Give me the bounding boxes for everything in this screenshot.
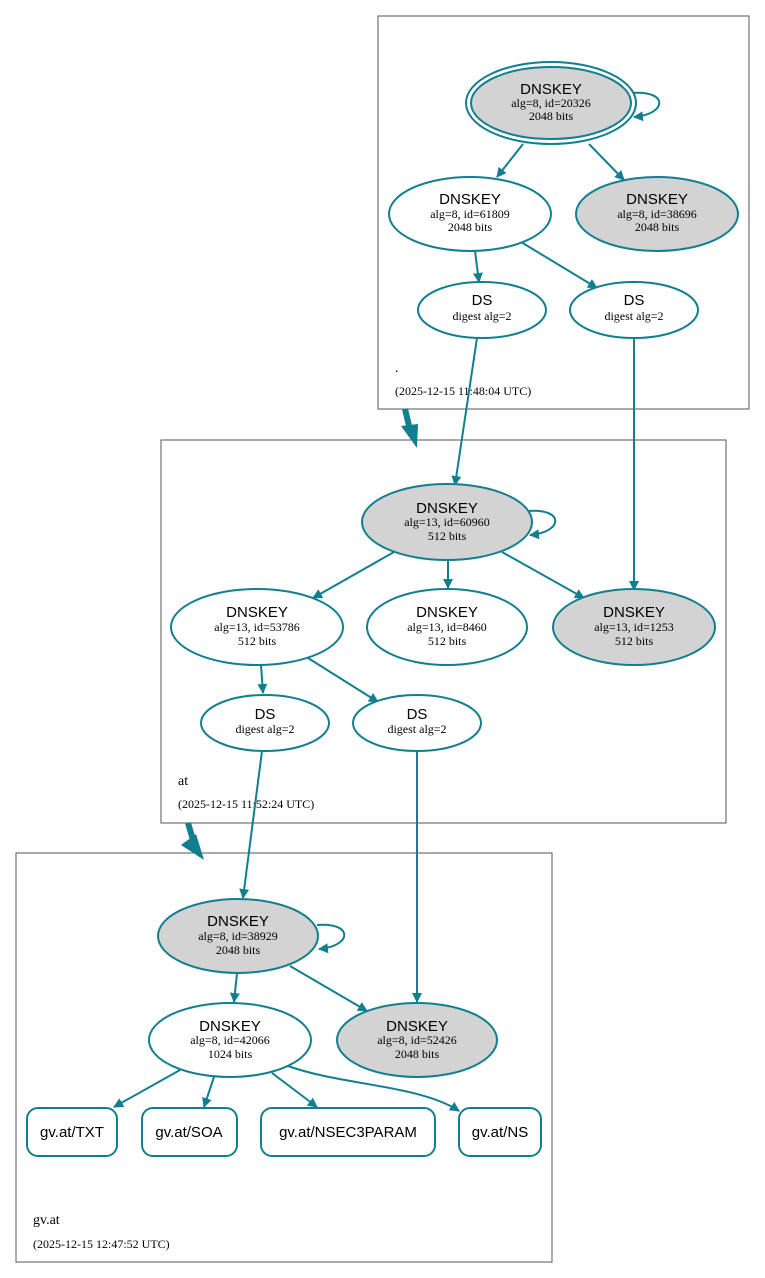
node-root-key3-bits: 2048 bits	[635, 220, 680, 234]
node-gv-ksk-title: DNSKEY	[207, 913, 269, 930]
edge-root-ksk-self	[631, 91, 661, 122]
node-at-key4-alg: alg=13, id=1253	[594, 620, 674, 634]
rrset-txt: gv.at/TXT	[26, 1107, 118, 1157]
node-root-zsk1-bits: 2048 bits	[448, 220, 493, 234]
node-at-ksk-alg: alg=13, id=60960	[404, 515, 490, 529]
node-at-ds2-digest: digest alg=2	[387, 722, 446, 736]
node-gv-key3: DNSKEY alg=8, id=52426 2048 bits	[336, 1002, 498, 1078]
node-root-ksk-title: DNSKEY	[520, 81, 582, 98]
node-root-ksk-bits: 2048 bits	[529, 109, 574, 123]
node-gv-key3-title: DNSKEY	[386, 1018, 448, 1035]
node-root-ds2-title: DS	[624, 292, 645, 309]
node-gv-ksk-bits: 2048 bits	[216, 943, 261, 957]
node-root-zsk1-alg: alg=8, id=61809	[430, 207, 510, 221]
node-at-zsk1: DNSKEY alg=13, id=53786 512 bits	[170, 588, 344, 666]
node-at-zsk2-bits: 512 bits	[428, 634, 467, 648]
delegation-at-gvat-head	[181, 834, 204, 860]
node-at-ds2-title: DS	[407, 706, 428, 723]
node-at-zsk2-alg: alg=13, id=8460	[407, 620, 487, 634]
delegation-root-at-head	[401, 424, 418, 448]
edge-at-ksk-self	[527, 509, 557, 540]
edge-at-ksk-key4	[501, 551, 585, 599]
node-at-key4-title: DNSKEY	[603, 604, 665, 621]
node-at-ds1-digest: digest alg=2	[235, 722, 294, 736]
zone-root-timestamp: (2025-12-15 11:48:04 UTC)	[395, 384, 531, 398]
rrset-soa-label: gv.at/SOA	[155, 1124, 222, 1141]
edge-gv-ksk-self	[316, 923, 346, 954]
rrset-nsec3param-label: gv.at/NSEC3PARAM	[279, 1124, 417, 1141]
node-at-ds1-title: DS	[255, 706, 276, 723]
edge-at-zsk1-ds2	[307, 657, 379, 703]
node-gv-ksk: DNSKEY alg=8, id=38929 2048 bits	[157, 898, 319, 974]
node-root-key3-alg: alg=8, id=38696	[617, 207, 697, 221]
edge-root-zsk1-ds1	[472, 250, 483, 283]
node-gv-zsk-alg: alg=8, id=42066	[190, 1033, 270, 1047]
node-gv-zsk-title: DNSKEY	[199, 1018, 261, 1035]
node-gv-zsk: DNSKEY alg=8, id=42066 1024 bits	[148, 1002, 312, 1078]
node-root-key3-title: DNSKEY	[626, 191, 688, 208]
node-gv-ksk-alg: alg=8, id=38929	[198, 929, 278, 943]
node-at-key4-bits: 512 bits	[615, 634, 654, 648]
node-root-ds1: DS digest alg=2	[417, 281, 547, 339]
node-root-ksk: DNSKEY alg=8, id=20326 2048 bits	[465, 61, 637, 145]
node-root-ds2: DS digest alg=2	[569, 281, 699, 339]
rrset-txt-label: gv.at/TXT	[40, 1124, 104, 1141]
edge-root-ds1-at-ksk	[451, 337, 478, 486]
node-root-ds1-title: DS	[472, 292, 493, 309]
node-gv-key3-alg: alg=8, id=52426	[377, 1033, 457, 1047]
edge-at-ds1-gv-ksk	[239, 750, 263, 899]
rrset-nsec3param: gv.at/NSEC3PARAM	[260, 1107, 436, 1157]
rrset-ns: gv.at/NS	[458, 1107, 542, 1157]
edge-root-ksk-key3	[588, 143, 625, 181]
edge-root-ksk-zsk1	[496, 143, 524, 178]
node-at-ds1: DS digest alg=2	[200, 694, 330, 752]
node-at-ksk: DNSKEY alg=13, id=60960 512 bits	[361, 483, 533, 561]
delegations	[181, 408, 418, 860]
node-gv-zsk-bits: 1024 bits	[208, 1047, 253, 1061]
node-at-ksk-bits: 512 bits	[428, 529, 467, 543]
rrset-soa: gv.at/SOA	[141, 1107, 238, 1157]
zone-gvat-timestamp: (2025-12-15 12:47:52 UTC)	[33, 1237, 170, 1251]
edge-gv-zsk-nsec3param	[271, 1072, 318, 1108]
edges	[113, 91, 661, 1112]
node-at-zsk1-bits: 512 bits	[238, 634, 277, 648]
edge-gv-zsk-soa	[202, 1076, 215, 1108]
edge-gv-zsk-ns	[287, 1065, 460, 1112]
zone-root-name: .	[395, 361, 399, 376]
node-gv-key3-bits: 2048 bits	[395, 1047, 440, 1061]
edge-root-zsk1-ds2	[520, 241, 598, 289]
node-at-ds2: DS digest alg=2	[352, 694, 482, 752]
edge-gv-zsk-txt	[113, 1069, 181, 1108]
node-at-zsk1-alg: alg=13, id=53786	[214, 620, 300, 634]
edge-at-zsk1-ds1	[257, 664, 268, 694]
node-at-zsk2: DNSKEY alg=13, id=8460 512 bits	[366, 588, 528, 666]
node-root-zsk1: DNSKEY alg=8, id=61809 2048 bits	[388, 176, 552, 252]
node-at-ksk-title: DNSKEY	[416, 500, 478, 517]
node-root-ds2-digest: digest alg=2	[604, 309, 663, 323]
zone-at-timestamp: (2025-12-15 11:52:24 UTC)	[178, 797, 314, 811]
node-root-ds1-digest: digest alg=2	[452, 309, 511, 323]
node-root-ksk-alg: alg=8, id=20326	[511, 96, 591, 110]
node-root-key3: DNSKEY alg=8, id=38696 2048 bits	[575, 176, 739, 252]
edge-gv-ksk-zsk	[229, 972, 240, 1003]
edge-gv-ksk-key3	[289, 965, 368, 1012]
node-root-zsk1-title: DNSKEY	[439, 191, 501, 208]
rrset-ns-label: gv.at/NS	[472, 1124, 528, 1141]
zone-at-name: at	[178, 774, 188, 789]
node-at-key4: DNSKEY alg=13, id=1253 512 bits	[552, 588, 716, 666]
zone-gvat-name: gv.at	[33, 1213, 60, 1228]
edge-at-ksk-zsk1	[312, 551, 395, 599]
node-at-zsk1-title: DNSKEY	[226, 604, 288, 621]
node-at-zsk2-title: DNSKEY	[416, 604, 478, 621]
